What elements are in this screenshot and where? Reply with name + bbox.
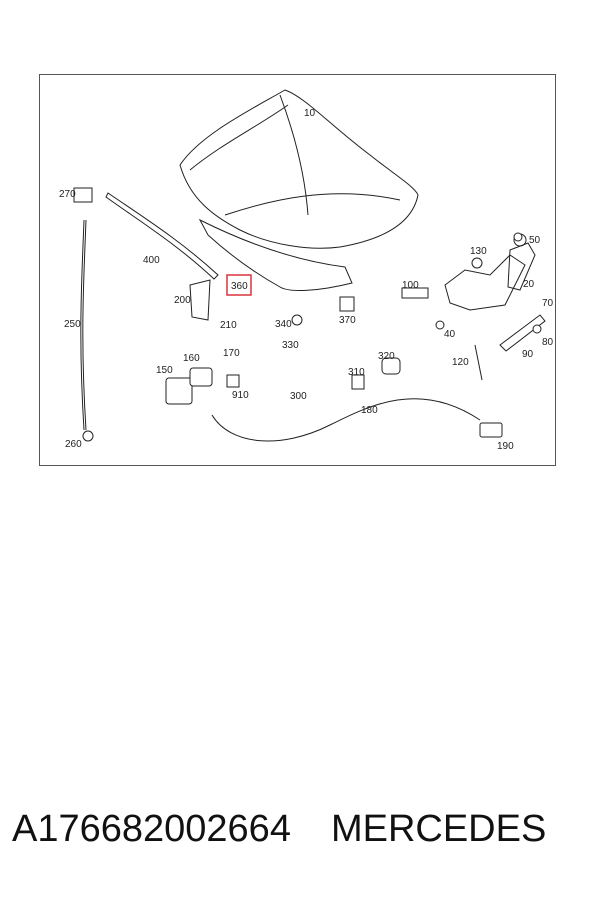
parts-diagram: 10 20 40 50 70 80 90 100 120 130 150 160… [39, 74, 556, 466]
exploded-view: 10 20 40 50 70 80 90 100 120 130 150 160… [59, 89, 554, 452]
hood-part [179, 89, 419, 249]
label-40: 40 [444, 329, 456, 340]
product-caption: A176682002664 MERCEDES [12, 808, 546, 851]
label-190: 190 [497, 441, 514, 452]
label-260: 260 [65, 439, 82, 450]
label-370: 370 [339, 315, 356, 326]
label-310: 310 [348, 367, 365, 378]
striker-part [474, 344, 483, 381]
latch-part [165, 367, 213, 405]
label-250: 250 [64, 319, 81, 330]
washer-40 [435, 320, 445, 330]
label-70: 70 [542, 298, 554, 309]
hinge-part [444, 233, 536, 311]
label-300: 300 [290, 391, 307, 402]
label-180: 180 [361, 405, 378, 416]
label-170: 170 [223, 348, 240, 359]
support-rod-part [73, 187, 94, 442]
label-150: 150 [156, 365, 173, 376]
label-270: 270 [59, 189, 76, 200]
label-200: 200 [174, 295, 191, 306]
insulation-part [198, 218, 353, 291]
part-number: A176682002664 [12, 808, 291, 850]
label-340: 340 [275, 319, 292, 330]
part-labels: 10 20 40 50 70 80 90 100 120 130 150 160… [59, 108, 554, 452]
label-160: 160 [183, 353, 200, 364]
label-10: 10 [304, 108, 316, 119]
release-handle-part [479, 422, 503, 438]
label-400: 400 [143, 255, 160, 266]
highlight-box [226, 274, 252, 296]
buffer-320 [381, 357, 401, 375]
label-100: 100 [402, 280, 419, 291]
label-360: 360 [231, 281, 248, 292]
label-320: 320 [378, 351, 395, 362]
bolt-80 [532, 324, 542, 334]
label-90: 90 [522, 349, 534, 360]
release-cable-part [211, 398, 481, 442]
clip-310 [351, 374, 365, 390]
label-20: 20 [523, 279, 535, 290]
label-50: 50 [529, 235, 541, 246]
bumper-100 [401, 287, 429, 299]
clip-340 [291, 314, 303, 326]
gas-spring-part [499, 314, 546, 352]
label-130: 130 [470, 246, 487, 257]
seal-strip-part [105, 192, 219, 280]
clip-370 [339, 296, 355, 312]
bolt-170 [226, 374, 240, 388]
bracket-200 [189, 279, 211, 321]
nut-50 [513, 232, 523, 242]
label-910: 910 [232, 390, 249, 401]
brand-name: MERCEDES [330, 808, 547, 850]
label-210: 210 [220, 320, 237, 331]
label-120: 120 [452, 357, 469, 368]
label-80: 80 [542, 337, 554, 348]
label-330: 330 [282, 340, 299, 351]
